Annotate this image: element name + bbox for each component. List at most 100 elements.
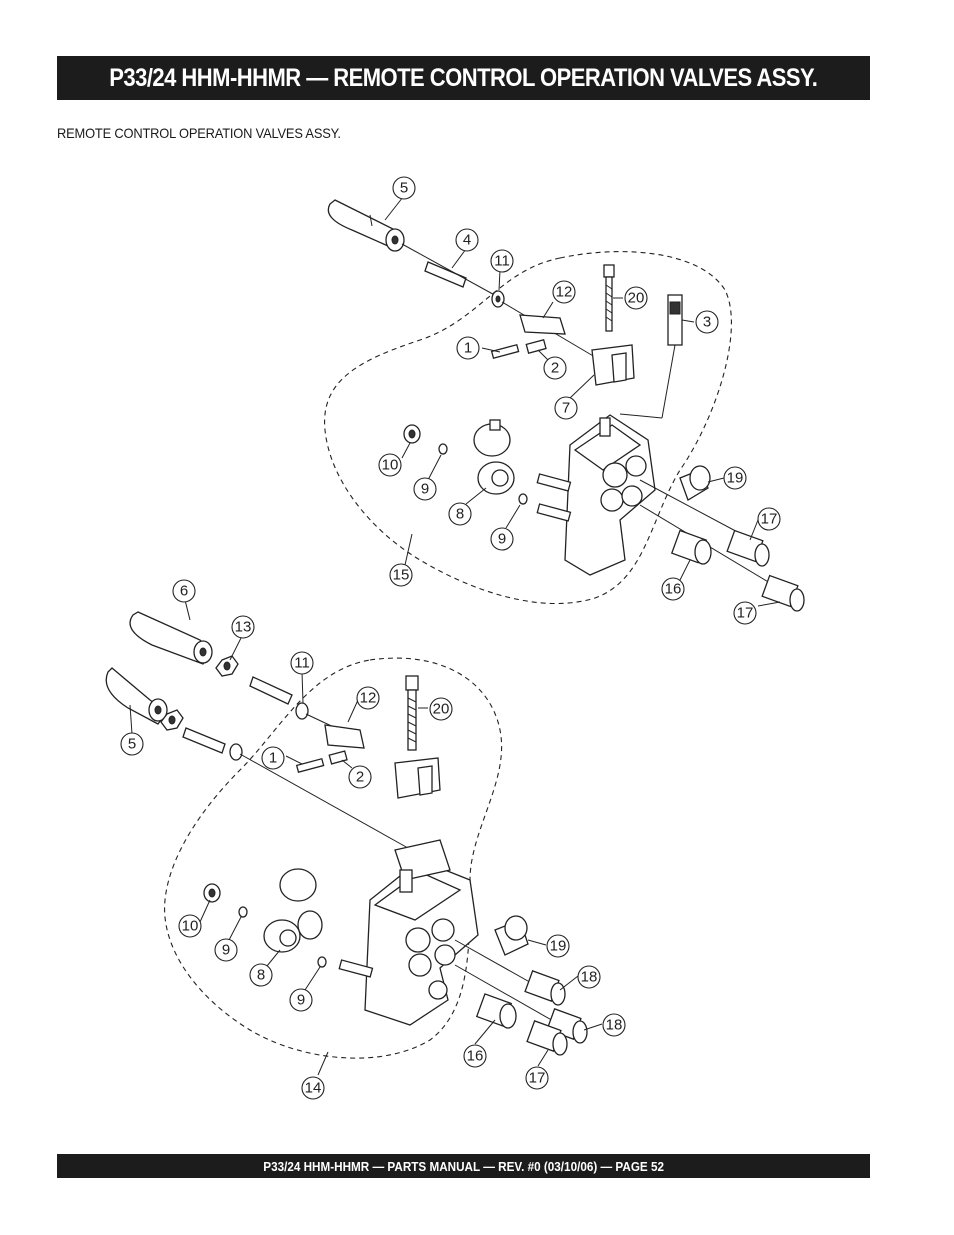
lower-elbow-fitting: [494, 915, 529, 956]
callout-bubble: 12: [552, 280, 576, 304]
upper-coil-nut: [403, 424, 421, 444]
upper-callouts: 5 4 11 12 20 3 1 2 7 10 9 8 9 19 17 16 1…: [378, 176, 781, 625]
callout-bubble: 18: [602, 1013, 626, 1037]
svg-text:8: 8: [257, 967, 265, 984]
upper-elbow-fitting: [679, 465, 711, 501]
callout-bubble: 5: [392, 176, 416, 200]
svg-text:4: 4: [463, 232, 471, 249]
callout-bubble: 2: [543, 356, 567, 380]
svg-text:14: 14: [305, 1080, 322, 1097]
svg-text:17: 17: [737, 605, 754, 622]
callout-bubble: 16: [463, 1044, 487, 1068]
svg-text:10: 10: [182, 918, 199, 935]
upper-valve-body: [536, 414, 656, 576]
svg-text:9: 9: [421, 481, 429, 498]
callout-bubble: 19: [723, 466, 747, 490]
lower-bolt: [405, 675, 419, 751]
page-footer: P33/24 HHM-HHMR — PARTS MANUAL — REV. #0…: [263, 1158, 664, 1174]
callout-bubble: 16: [661, 577, 685, 601]
exploded-parts-diagram: 5 4 11 12 20 3 1 2 7 10 9 8 9 19 17 16 1…: [105, 176, 805, 1100]
callout-bubble: 20: [624, 286, 648, 310]
callout-leaders: [129, 196, 781, 1076]
lower-assembly: [105, 611, 588, 1059]
upper-assembly: [324, 199, 805, 612]
svg-text:8: 8: [456, 506, 464, 523]
upper-pin-1: [490, 343, 520, 360]
svg-text:18: 18: [581, 969, 598, 986]
callout-bubble: 18: [577, 965, 601, 989]
callout-bubble: 8: [448, 502, 472, 526]
svg-text:16: 16: [467, 1048, 484, 1065]
lower-callouts: 6 13 11 12 20 5 1 2 10 9 8 9 19 18 18 16…: [120, 579, 626, 1100]
upper-o-ring-a: [438, 443, 448, 455]
callout-bubble: 12: [356, 686, 380, 710]
lower-o-ring-b: [317, 956, 327, 968]
callout-bubble: 17: [525, 1066, 549, 1090]
upper-assembly-boundary: [324, 251, 732, 605]
svg-text:20: 20: [433, 701, 450, 718]
svg-text:10: 10: [382, 457, 399, 474]
lower-assembly-boundary: [164, 657, 503, 1059]
svg-text:7: 7: [562, 400, 570, 417]
upper-washer: [491, 290, 505, 308]
page-footer-bar: P33/24 HHM-HHMR — PARTS MANUAL — REV. #0…: [57, 1154, 870, 1178]
upper-handle-grip: [327, 199, 405, 252]
svg-text:20: 20: [628, 290, 645, 307]
page-title-bar: P33/24 HHM-HHMR — REMOTE CONTROL OPERATI…: [57, 56, 870, 100]
lower-handle-grip-lower: [105, 667, 168, 725]
page-title: P33/24 HHM-HHMR — REMOTE CONTROL OPERATI…: [109, 63, 818, 92]
svg-text:19: 19: [550, 938, 567, 955]
svg-text:17: 17: [529, 1070, 546, 1087]
svg-text:9: 9: [498, 531, 506, 548]
lower-rod-a: [249, 676, 293, 705]
svg-text:16: 16: [665, 581, 682, 598]
svg-text:5: 5: [400, 180, 408, 197]
callout-bubble: 5: [120, 732, 144, 756]
upper-pin-2: [525, 339, 547, 354]
svg-text:11: 11: [294, 655, 310, 672]
callout-bubble: 9: [413, 477, 437, 501]
svg-text:1: 1: [464, 340, 472, 357]
callout-bubble: 6: [172, 579, 196, 603]
upper-bulkhead-fitting: [670, 529, 712, 565]
upper-lever-bracket: [519, 314, 566, 335]
callout-bubble: 14: [301, 1076, 325, 1100]
svg-text:2: 2: [551, 360, 559, 377]
callout-bubble: 3: [695, 310, 719, 334]
callout-bubble: 8: [249, 963, 273, 987]
svg-text:12: 12: [556, 284, 573, 301]
lower-connector-fitting-a: [524, 970, 566, 1006]
lower-pin-1: [295, 757, 325, 774]
lower-mounting-block: [394, 757, 441, 799]
callout-bubble: 15: [389, 563, 413, 587]
upper-solenoid-coil: [473, 419, 515, 495]
svg-text:12: 12: [360, 690, 377, 707]
svg-text:1: 1: [269, 750, 277, 767]
callout-bubble: 17: [733, 601, 757, 625]
callout-bubble: 1: [261, 746, 285, 770]
svg-text:9: 9: [297, 992, 305, 1009]
lower-bulkhead-fitting: [475, 993, 517, 1029]
lower-washer-b: [229, 743, 243, 761]
callout-bubble: 10: [178, 914, 202, 938]
lower-handle-grip-upper: [129, 611, 213, 665]
callout-bubble: 4: [455, 228, 479, 252]
svg-text:17: 17: [761, 511, 778, 528]
callout-bubble: 13: [231, 615, 255, 639]
callout-bubble: 9: [214, 938, 238, 962]
svg-text:5: 5: [128, 736, 136, 753]
callout-bubble: 20: [429, 697, 453, 721]
callout-bubble: 10: [378, 453, 402, 477]
callout-bubble: 9: [490, 527, 514, 551]
callout-bubble: 19: [546, 934, 570, 958]
svg-text:19: 19: [727, 470, 744, 487]
lower-jam-nut-b: [160, 709, 184, 731]
svg-text:2: 2: [356, 769, 364, 786]
lower-connector-fitting-c: [526, 1020, 568, 1056]
lower-coil-nut: [203, 883, 221, 903]
callout-bubble: 11: [490, 249, 514, 273]
callout-bubble: 7: [554, 396, 578, 420]
lower-lever-bracket: [324, 724, 365, 749]
upper-o-ring-b: [518, 493, 528, 505]
callout-bubble: 1: [456, 336, 480, 360]
